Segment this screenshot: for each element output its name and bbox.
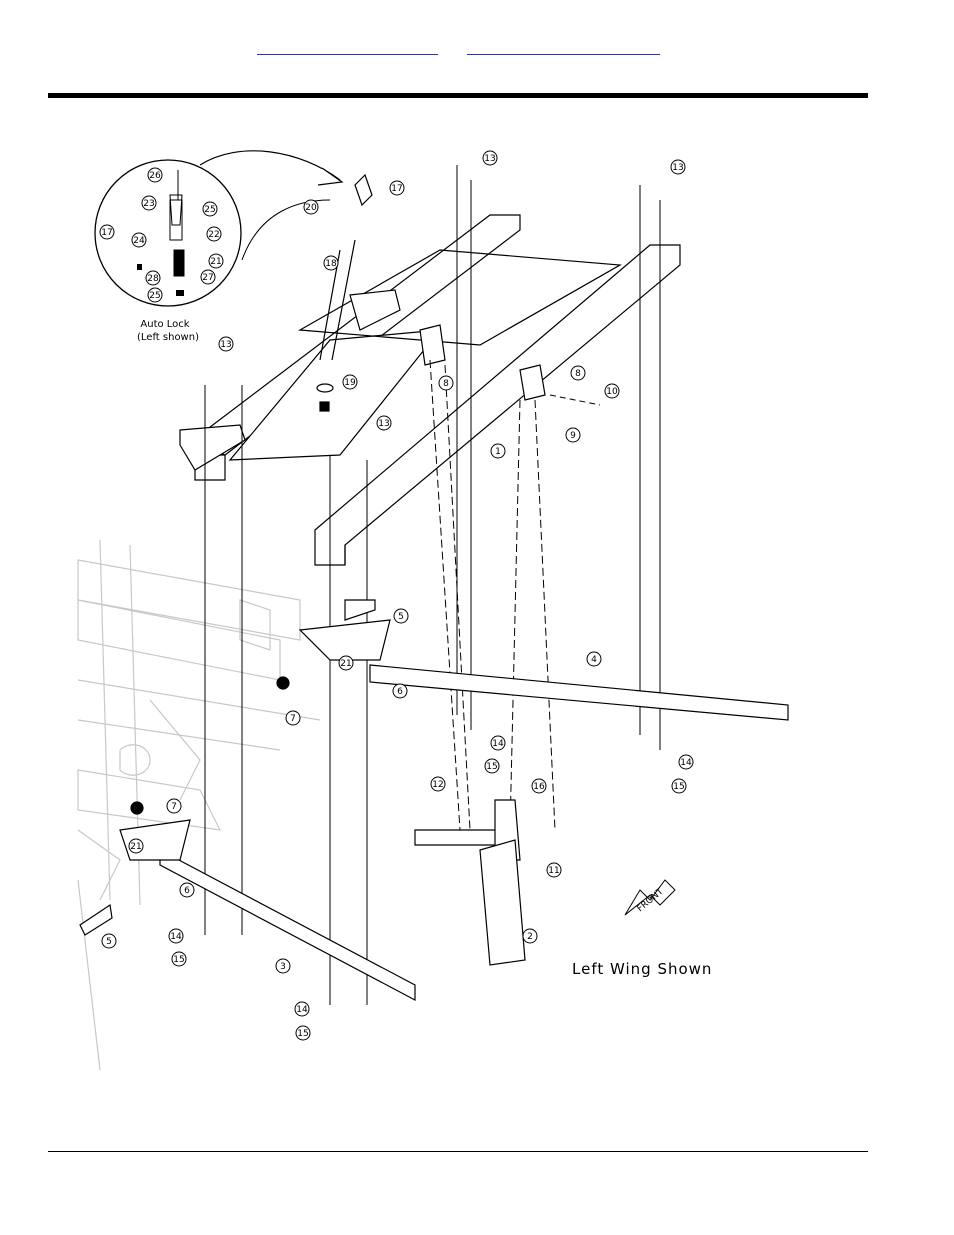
callout-12: 12 (432, 780, 443, 790)
callout-9: 9 (570, 431, 576, 441)
callout-8a: 8 (443, 379, 449, 389)
inset-caption-line2: (Left shown) (137, 332, 199, 343)
callout-25a: 25 (204, 205, 215, 215)
callout-13c: 13 (220, 340, 231, 350)
callout-7a: 7 (290, 714, 296, 724)
callout-17a: 17 (391, 184, 402, 194)
callout-15c: 15 (173, 955, 184, 965)
callout-25b: 25 (149, 291, 160, 301)
callout-13b: 13 (672, 163, 683, 173)
callout-14a: 14 (492, 739, 504, 749)
callout-14b: 14 (680, 758, 692, 768)
callout-22: 22 (208, 230, 219, 240)
callout-1: 1 (495, 447, 501, 457)
front-arrow: FRONT (625, 880, 675, 915)
callout-21b: 21 (340, 659, 351, 669)
callout-4: 4 (591, 655, 597, 665)
callout-24: 24 (133, 236, 145, 246)
callout-17b: 17 (101, 228, 112, 238)
callout-10: 10 (606, 387, 618, 397)
inset-caption-line1: Auto Lock (140, 319, 189, 330)
callout-21c: 21 (130, 842, 141, 852)
callout-15b: 15 (673, 782, 684, 792)
lower-tubes (80, 600, 788, 1000)
callout-11: 11 (548, 866, 559, 876)
callout-6a: 6 (397, 687, 403, 697)
background-frame (78, 540, 320, 1070)
callout-14d: 14 (296, 1005, 308, 1015)
callout-21a: 21 (210, 257, 221, 267)
callout-8b: 8 (575, 369, 581, 379)
main-frame (180, 175, 680, 565)
callout-3: 3 (280, 962, 286, 972)
callout-5a: 5 (398, 612, 404, 622)
callout-28: 28 (147, 274, 159, 284)
callout-14c: 14 (170, 932, 182, 942)
callout-23: 23 (143, 199, 154, 209)
callout-19: 19 (344, 378, 356, 388)
callout-7b: 7 (171, 802, 177, 812)
callout-15a: 15 (486, 762, 497, 772)
callout-27: 27 (202, 273, 213, 283)
callout-13a: 13 (484, 154, 495, 164)
bottom-rule (48, 1151, 868, 1152)
callout-15d: 15 (297, 1029, 308, 1039)
callout-6b: 6 (184, 886, 190, 896)
callout-20: 20 (305, 203, 317, 213)
callout-16: 16 (533, 782, 545, 792)
footer-caption: Left Wing Shown (572, 960, 712, 978)
callout-26: 26 (149, 171, 161, 181)
callout-2: 2 (527, 932, 533, 942)
callout-13d: 13 (378, 419, 389, 429)
callout-5b: 5 (106, 937, 112, 947)
callout-18: 18 (325, 259, 337, 269)
